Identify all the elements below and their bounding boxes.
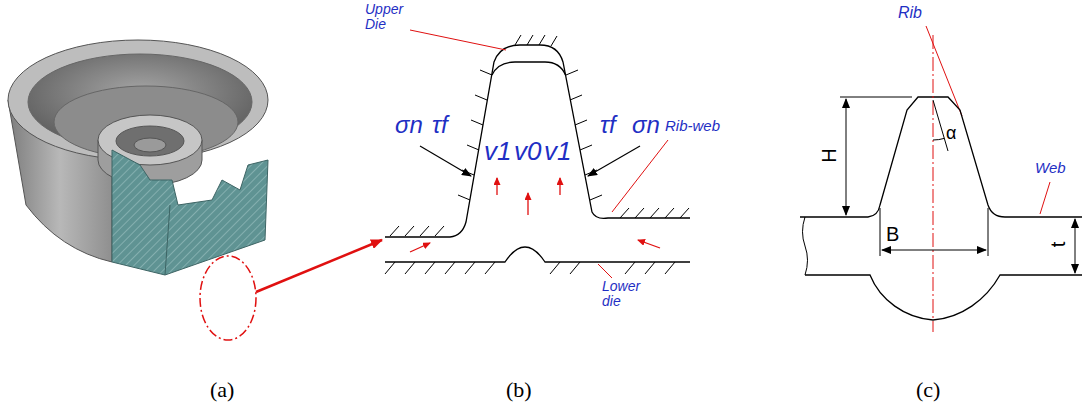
- velocity-symbol: v1: [544, 138, 571, 165]
- detail-arrow: [256, 240, 382, 292]
- dimension-label: B: [886, 224, 899, 245]
- workpiece-outline: [492, 62, 566, 75]
- region-label: Web: [1035, 160, 1066, 176]
- stress-symbol: σn: [395, 112, 423, 137]
- die-label: Lower die: [602, 279, 646, 308]
- flow-arrows: [410, 178, 660, 252]
- dimension-label: t: [1048, 242, 1069, 248]
- friction-symbol: τf: [432, 112, 448, 137]
- lower-die-outline: [385, 247, 690, 262]
- velocity-symbol: v1: [484, 138, 511, 165]
- rib-profile: [800, 97, 1082, 320]
- angle-label: α: [946, 124, 956, 143]
- upper-die-outline: [385, 45, 690, 237]
- die-section: [385, 35, 690, 274]
- panel-caption: (a): [210, 378, 234, 401]
- part-3d-view: [8, 40, 268, 275]
- stress-symbol: σn: [632, 112, 660, 137]
- panel-caption: (c): [916, 378, 940, 401]
- normal-stress-arrow: [420, 146, 471, 176]
- region-label: Rib: [898, 5, 922, 22]
- normal-stress-arrow: [588, 146, 640, 176]
- dimension-label: H: [819, 148, 840, 162]
- velocity-symbol: v0: [514, 138, 541, 165]
- die-label: Upper Die: [365, 2, 415, 31]
- panel-caption: (b): [506, 378, 532, 401]
- leader-lines: [410, 26, 1050, 278]
- detail-ellipse: [200, 256, 256, 340]
- die-hatching: [385, 35, 689, 274]
- center-line: [933, 35, 934, 332]
- friction-symbol: τf: [600, 112, 616, 137]
- dimension-lines: [840, 97, 1075, 273]
- region-label: Rib-web: [665, 118, 720, 134]
